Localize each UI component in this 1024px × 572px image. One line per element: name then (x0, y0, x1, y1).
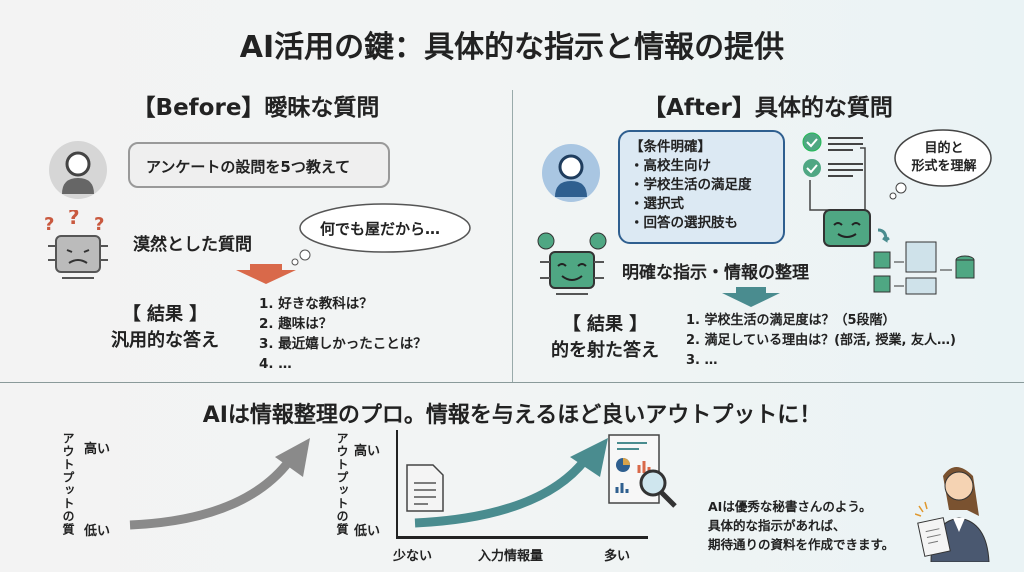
chart1-high-label: 高い (84, 442, 111, 457)
chart2-xlabel: 入力情報量 (478, 549, 544, 564)
list-item: 3. 最近嬉しかったことは？ (259, 336, 427, 352)
svg-text:?: ? (68, 210, 80, 229)
list-item: 2. 満足している理由は？(部活, 授業, 友人…) (686, 333, 956, 348)
thought-line: 目的と (924, 141, 964, 156)
happy-robot-chip-icon (537, 232, 607, 295)
secretary-woman-icon (915, 467, 990, 562)
result-label: 汎用的な答え (111, 330, 219, 351)
list-item: 4. … (259, 356, 292, 372)
gray-growth-arrow-icon (129, 438, 310, 530)
conditions-title: 【条件明確】 (630, 139, 711, 155)
thought-cloud (889, 129, 992, 200)
chart1-ylabel: アウトプットの質 (61, 432, 75, 536)
teal-growth-arrow-icon (414, 438, 608, 528)
svg-text:?: ? (44, 214, 54, 235)
document-icon (406, 464, 444, 512)
list-item: 1. 好きな教科は？ (259, 296, 373, 312)
section-divider (512, 90, 513, 382)
before-result: 【 結果 】 汎用的な答え (90, 302, 240, 354)
list-item: 3. … (686, 353, 718, 368)
thought-text: 何でも屋だから… (320, 220, 441, 238)
vague-question-label: 漠然とした質問 (133, 235, 252, 255)
chart2-ylabel: アウトプットの質 (335, 432, 349, 536)
chart2-high-label: 高い (354, 444, 381, 459)
down-arrow-icon (722, 287, 780, 307)
thought-line: 形式を理解 (911, 159, 977, 174)
page-title: AI活用の鍵：具体的な指示と情報の提供 (239, 30, 785, 65)
chart2-x-axis (396, 536, 648, 539)
result-tag: 【 結果 】 (122, 304, 208, 325)
list-item: 2. 趣味は？ (259, 316, 333, 332)
checklist-robot-icon (802, 132, 871, 247)
chart1-low-label: 低い (84, 524, 111, 539)
after-answer-list: 1. 学校生活の満足度は？（5段階） 2. 満足している理由は？(部活, 授業,… (686, 311, 956, 371)
chart2-y-axis (396, 430, 398, 538)
down-arrow-icon (236, 264, 296, 284)
vague-prompt-bubble: アンケートの設問を5つ教えて (128, 142, 390, 188)
confused-robot-icon: ??? (44, 210, 108, 279)
chart2-x-high-label: 多い (604, 549, 631, 564)
before-answer-list: 1. 好きな教科は？ 2. 趣味は？ 3. 最近嬉しかったことは？ 4. … (259, 294, 427, 374)
before-heading: 【Before】曖昧な質問 (132, 95, 380, 121)
chart2-x-low-label: 少ない (393, 549, 433, 564)
note-line: AIは優秀な秘書さんのよう。 (708, 499, 872, 514)
svg-text:?: ? (94, 214, 104, 235)
note-line: 期待通りの資料を作成できます。 (708, 537, 895, 552)
bottom-heading: AIは情報整理のプロ。情報を与えるほど良いアウトプットに！ (202, 403, 822, 428)
section-divider-horizontal (0, 382, 1024, 383)
after-heading: 【After】具体的な質問 (643, 95, 893, 121)
clear-instruction-label: 明確な指示・情報の整理 (622, 263, 809, 283)
result-tag: 【 結果 】 (562, 314, 648, 335)
after-result: 【 結果 】 的を射た答え (535, 312, 675, 364)
condition-item: ・高校生向け (630, 158, 711, 174)
result-label: 的を射た答え (551, 340, 659, 361)
specific-prompt-bubble: 【条件明確】 ・高校生向け ・学校生活の満足度 ・選択式 ・回答の選択肢も (618, 130, 785, 244)
note-line: 具体的な指示があれば、 (708, 518, 846, 533)
secretary-note: AIは優秀な秘書さんのよう。 具体的な指示があれば、 期待通りの資料を作成できま… (708, 497, 894, 554)
chart2-low-label: 低い (354, 524, 381, 539)
report-magnifier-icon (608, 434, 677, 508)
condition-item: ・選択式 (630, 196, 684, 212)
list-item: 1. 学校生活の満足度は？（5段階） (686, 313, 896, 328)
condition-item: ・回答の選択肢も (630, 215, 738, 231)
user-avatar-icon (49, 141, 107, 199)
thought-text: 目的と 形式を理解 (905, 140, 983, 176)
thought-cloud (291, 203, 471, 266)
condition-item: ・学校生活の満足度 (630, 177, 752, 193)
data-organizing-icon (873, 228, 975, 295)
user-avatar-icon (542, 144, 600, 202)
